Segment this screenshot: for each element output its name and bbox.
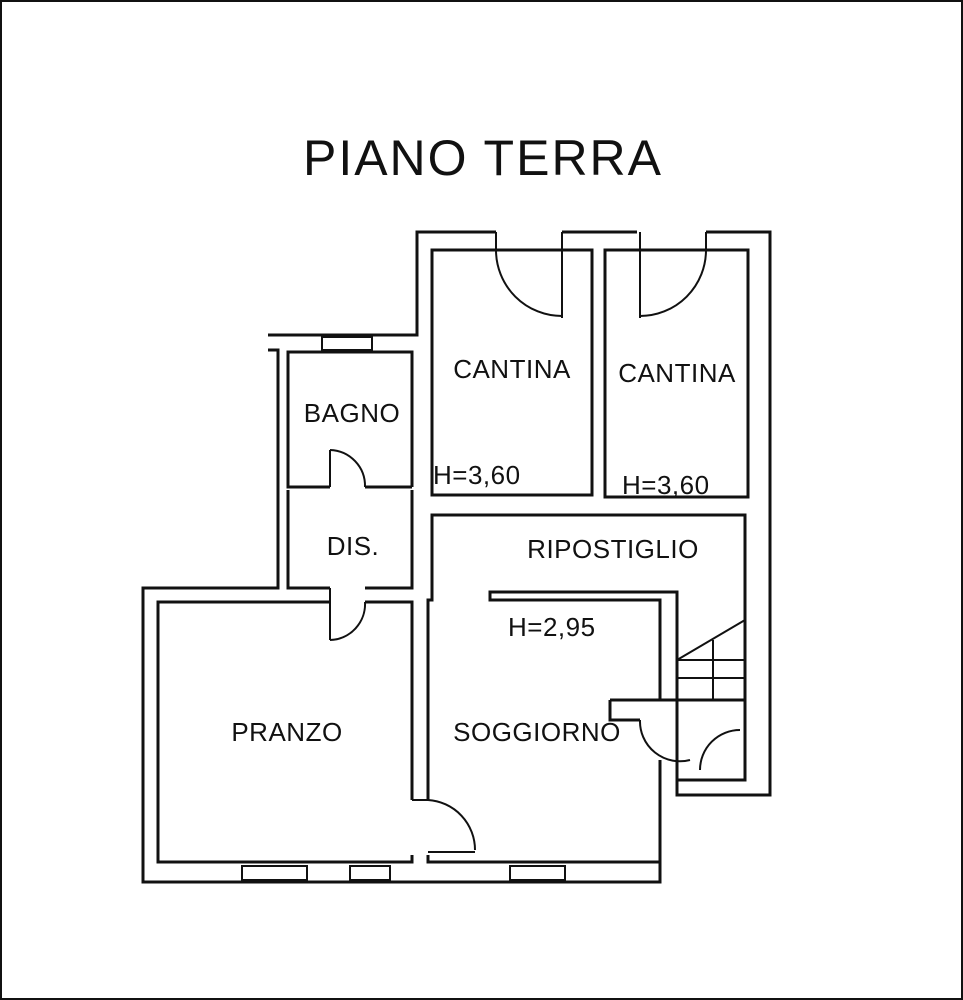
height-cantina-1: H=3,60 <box>433 460 521 490</box>
door-stair <box>638 719 741 771</box>
room-labels: CANTINA CANTINA BAGNO DIS. RIPOSTIGLIO P… <box>231 354 736 747</box>
doors <box>329 232 741 853</box>
door-cantina-1 <box>495 232 563 318</box>
label-cantina-2: CANTINA <box>618 358 736 388</box>
door-bagno <box>329 449 367 488</box>
height-cantina-2: H=3,60 <box>622 470 710 500</box>
cantina-1-walls <box>430 248 594 497</box>
door-cantina-2 <box>639 232 707 318</box>
outer-walls <box>141 230 772 884</box>
plan-title: PIANO TERRA <box>303 130 663 186</box>
stairs <box>676 619 746 700</box>
cantina-2-walls <box>603 248 750 499</box>
door-soggiorno <box>412 799 477 853</box>
label-pranzo: PRANZO <box>231 717 342 747</box>
door-pranzo <box>329 588 367 641</box>
label-ripostiglio: RIPOSTIGLIO <box>527 534 699 564</box>
label-soggiorno: SOGGIORNO <box>453 717 621 747</box>
height-soggiorno: H=2,95 <box>508 612 596 642</box>
label-bagno: BAGNO <box>304 398 400 428</box>
label-dis: DIS. <box>327 531 380 561</box>
inner-walls <box>156 248 750 864</box>
label-cantina-1: CANTINA <box>453 354 571 384</box>
windows <box>241 336 566 881</box>
